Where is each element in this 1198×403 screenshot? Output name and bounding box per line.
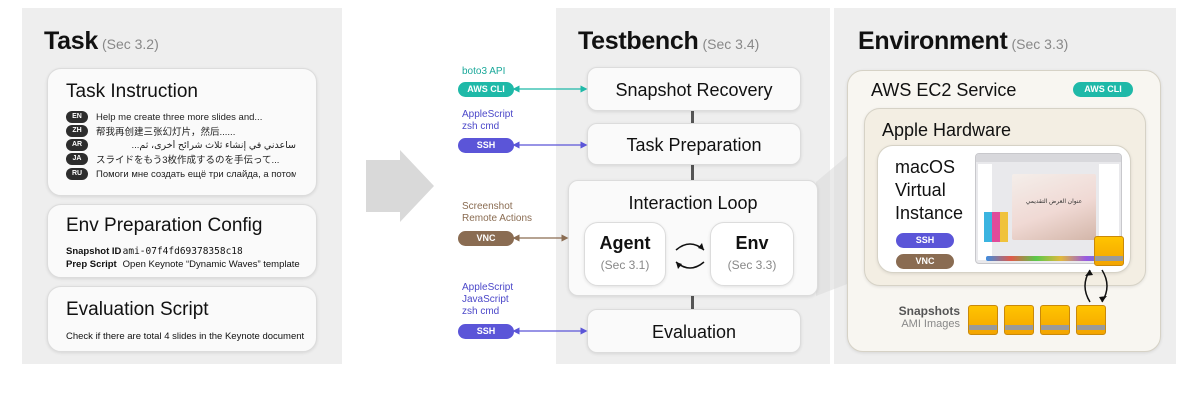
vnc-badge: VNC <box>896 254 954 269</box>
lang-code-badge: AR <box>66 139 88 151</box>
slide-title-text: عنوان العرض التقديمي <box>1025 199 1083 205</box>
lang-code-badge: EN <box>66 111 88 123</box>
snapshot-drive-icon <box>1076 305 1106 335</box>
env-sec: (Sec 3.3) <box>727 258 777 272</box>
instruction-text: Помоги мне создать ещё три слайда, а пот… <box>96 168 296 180</box>
snapshot-drive-icon <box>1004 305 1034 335</box>
env-prep-config-card: Env Preparation Config Snapshot ID ami-0… <box>47 204 317 278</box>
evaluation-stage: Evaluation <box>587 309 801 353</box>
ssh-badge: SSH <box>458 138 514 153</box>
stage-connector <box>691 296 694 309</box>
cycle-arrows-icon <box>675 243 705 269</box>
dock <box>986 256 1111 261</box>
snapshot-recovery-stage: Snapshot Recovery <box>587 67 801 111</box>
ssh-badge: SSH <box>458 324 514 339</box>
prep-script-row: Prep Script Open Keynote “Dynamic Waves”… <box>66 259 300 270</box>
lang-row-en: EN Help me create three more slides and.… <box>66 110 296 124</box>
snapshot-id-row: Snapshot ID ami-07f4fd69378358c18 <box>66 246 243 257</box>
protocol-3-text: Screenshot Remote Actions <box>462 201 533 224</box>
lang-row-ja: JA スライドをもう3枚作成するのを手伝って... <box>66 152 296 166</box>
prep-script-label: Prep Script <box>66 259 117 270</box>
vnc-badge: VNC <box>458 231 514 246</box>
instruction-text: 帮我再创建三张幻灯片，然后...... <box>96 127 236 138</box>
agent-label: Agent <box>599 233 651 253</box>
lang-code-badge: RU <box>66 168 88 180</box>
environment-panel-title: Environment(Sec 3.3) <box>858 27 1069 55</box>
evaluation-script-card: Evaluation Script Check if there are tot… <box>47 286 317 352</box>
protocol-2-text: AppleScript zsh cmd <box>462 109 514 132</box>
lang-row-ru: RU Помоги мне создать ещё три слайда, а … <box>66 167 296 181</box>
color-swatches <box>984 212 1008 242</box>
snapshot-swap-arrows-icon <box>1084 269 1108 303</box>
lang-code-badge: JA <box>66 153 88 165</box>
task-instruction-title: Task Instruction <box>66 81 198 102</box>
snapshot-id-value: ami-07f4fd69378358c18 <box>122 246 243 257</box>
env-prep-config-title: Env Preparation Config <box>66 215 263 236</box>
keynote-screenshot: عنوان العرض التقديمي <box>975 153 1122 264</box>
env-label: Env <box>735 233 769 253</box>
snapshot-drive-icon <box>968 305 998 335</box>
protocol-1-text: boto3 API <box>462 66 506 77</box>
slide-canvas: عنوان العرض التقديمي <box>1012 174 1096 240</box>
snapshot-id-label: Snapshot ID <box>66 246 122 257</box>
task-panel-title: Task(Sec 3.2) <box>44 27 159 55</box>
active-snapshot-drive-icon <box>1094 236 1124 266</box>
task-preparation-stage: Task Preparation <box>587 123 801 165</box>
agent-sec: (Sec 3.1) <box>600 258 650 272</box>
instruction-text: Help me create three more slides and... <box>96 111 263 123</box>
aws-cli-badge: AWS CLI <box>1073 82 1133 97</box>
protocol-4-text: AppleScript JavaScript zsh cmd <box>462 282 514 317</box>
instruction-text: ساعدني في إنشاء ثلاث شرائح أخرى، ثم... <box>131 139 296 151</box>
testbench-panel-title: Testbench(Sec 3.4) <box>578 27 760 55</box>
ssh-badge: SSH <box>896 233 954 248</box>
snapshot-drive-icon <box>1040 305 1070 335</box>
agent-box: Agent (Sec 3.1) <box>584 222 666 286</box>
flow-arrow-icon <box>366 150 434 222</box>
prep-script-value: Open Keynote “Dynamic Waves” template <box>122 259 300 270</box>
instruction-text: スライドをもう3枚作成するのを手伝って... <box>96 155 280 166</box>
lang-row-ar: AR ساعدني في إنشاء ثلاث شرائح أخرى، ثم..… <box>66 138 296 152</box>
task-instruction-card: Task Instruction EN Help me create three… <box>47 68 317 196</box>
macos-instance-title: macOS Virtual Instance <box>895 157 964 223</box>
stage-connector <box>691 110 694 124</box>
evaluation-script-title: Evaluation Script <box>66 299 209 320</box>
env-box: Env (Sec 3.3) <box>710 222 794 286</box>
lang-code-badge: ZH <box>66 125 88 137</box>
apple-hardware-title: Apple Hardware <box>882 120 1012 140</box>
aws-cli-badge: AWS CLI <box>458 82 514 97</box>
snapshots-label: Snapshots AMI Images <box>898 304 960 330</box>
interaction-loop-title: Interaction Loop <box>628 193 758 213</box>
lang-row-zh: ZH 帮我再创建三张幻灯片，然后...... <box>66 124 296 138</box>
aws-ec2-service-title: AWS EC2 Service <box>871 80 1017 100</box>
window-titlebar <box>976 154 1121 162</box>
evaluation-script-text: Check if there are total 4 slides in the… <box>66 331 305 342</box>
stage-connector <box>691 164 694 181</box>
